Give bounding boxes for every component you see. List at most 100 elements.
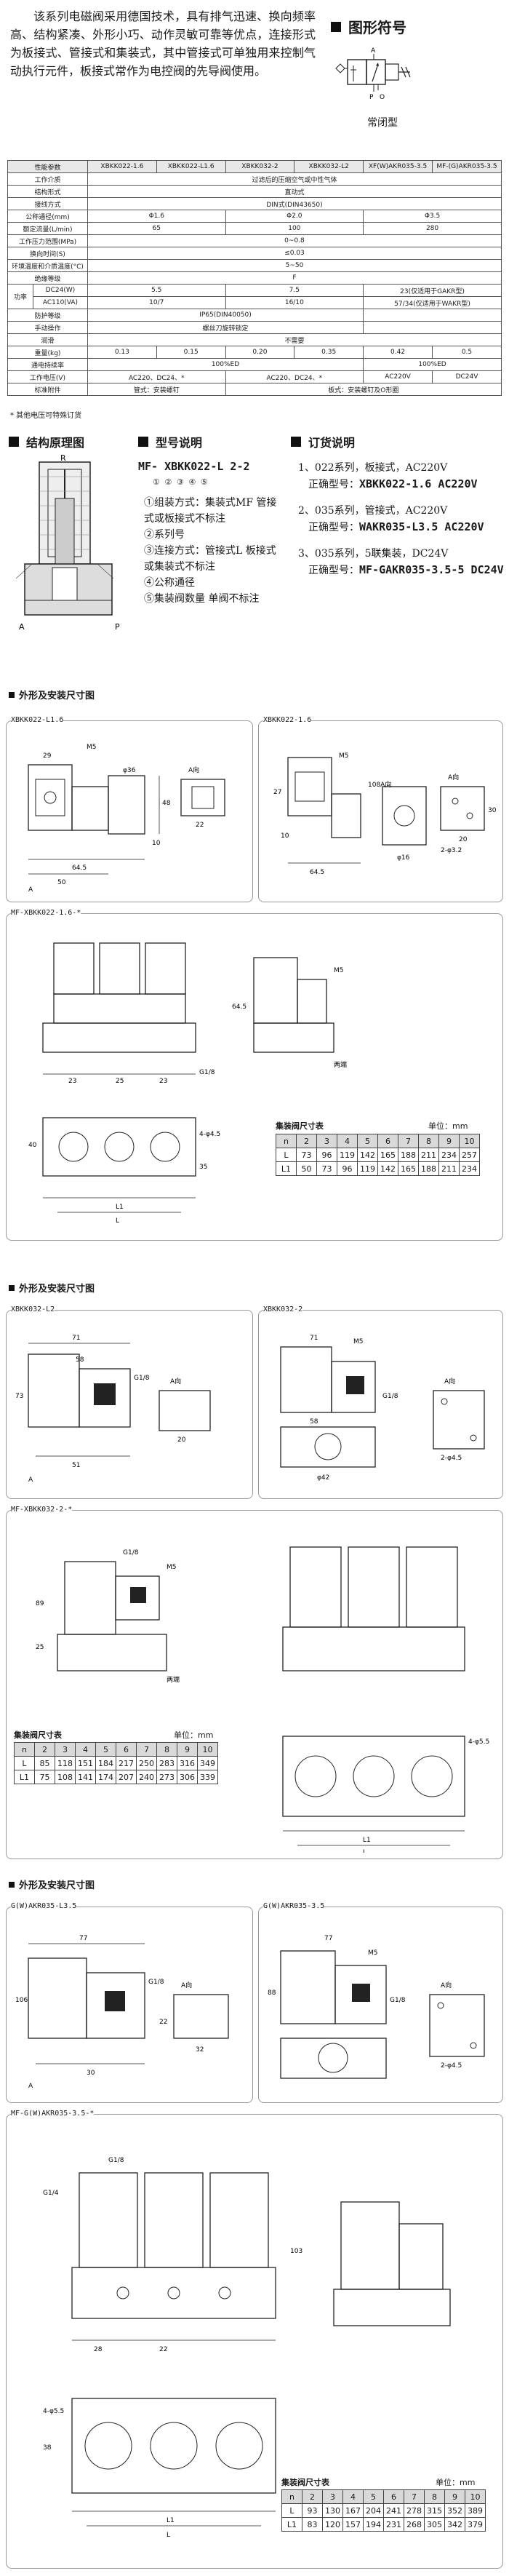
mtable-cell: 157 [342, 2517, 364, 2532]
dim-label: 71 [72, 1335, 80, 1342]
drawing-panel-mf-gakr035: MF-G(W)AKR035-3.5-* G1/4 G1/8 28 22 103 … [6, 2110, 503, 2569]
square-bullet-icon [9, 437, 19, 447]
mtable-cell: 211 [438, 1161, 460, 1176]
panel-title: MF-XBKK032-2-* [11, 1506, 73, 1514]
dim-label: 50 [57, 879, 66, 886]
spec-cell: 通电持续率 [7, 358, 88, 371]
dim-label: M5 [339, 752, 349, 760]
spec-cell: IP65(DIN40050) [87, 309, 364, 322]
drawing-panel-xbkk032: XBKK032-2 M5 71 58 φ42 G1/8 A向 2-φ4.5 [258, 1305, 503, 1499]
spec-note: * 其他电压可特殊订货 [10, 412, 82, 420]
dim-label: L1 [116, 1204, 124, 1211]
mtable-cell: 234 [459, 1161, 480, 1176]
spec-row: 标准附件管式：安装螺钉板式：安装螺钉及O形圈 [7, 383, 502, 396]
dim-label: A向 [441, 1981, 452, 1989]
spec-cell: XBKK032-L2 [294, 160, 364, 173]
dim-label: 4-φ4.5 [199, 1131, 220, 1138]
mtable-cell: 130 [322, 2503, 343, 2518]
spec-cell: 工作压力范围(MPa) [7, 234, 88, 247]
mtable-cell: n [14, 1742, 35, 1757]
spec-row: 环境温度和介质温度(°C)5~50 [7, 259, 502, 272]
mtable-unit: 单位：mm [428, 1121, 468, 1131]
mtable-cell: 231 [383, 2517, 404, 2532]
panel-title: XBKK022-1.6 [263, 716, 312, 724]
panel-title: MF-G(W)AKR035-3.5-* [11, 2110, 95, 2118]
dim-label: 20 [459, 836, 468, 843]
spec-cell: 0.15 [156, 346, 226, 359]
dim-label: G1/8 [123, 1549, 139, 1557]
spec-table: 性能参数 XBKK022-1.6 XBKK022-L1.6 XBKK032-2 … [7, 160, 502, 396]
intro-paragraph: 该系列电磁阀采用德国技术，具有排气迅速、换向频率高、结构紧凑、外形小巧、动作灵敏… [10, 9, 316, 78]
panel-title: XBKK022-L1.6 [11, 716, 64, 724]
mtable-cell: 5 [95, 1742, 116, 1757]
dim-label: M5 [368, 1949, 378, 1957]
dot-bullet-icon [9, 691, 15, 698]
manifold-front-view [71, 2172, 276, 2341]
spec-cell: 过滤后的压缩空气或中性气体 [87, 172, 502, 186]
dim-label: L [363, 1849, 366, 1853]
dim-label: 51 [72, 1462, 80, 1469]
structure-diagram: R A P [15, 455, 120, 632]
spec-cell: AC220、DC24、* [87, 370, 226, 383]
mtable-cell: 234 [438, 1148, 460, 1162]
dim-label: 38 [43, 2444, 52, 2452]
spec-cell: 7.5 [225, 284, 364, 297]
spec-cell: 直动式 [87, 185, 502, 198]
dim-label: G1/4 [43, 2190, 59, 2197]
spec-cell: AC110(VA) [32, 296, 88, 309]
dim-label: M5 [87, 744, 97, 751]
order-item-text: 3、035系列，5联集装，DC24V [298, 548, 449, 560]
mtable-cell: 257 [459, 1148, 480, 1162]
spec-cell: DC24V [432, 370, 502, 383]
mtable-cell: n [281, 2489, 302, 2504]
spec-cell: 换向时间(S) [7, 247, 88, 260]
mtable-cell: 9 [438, 1134, 460, 1148]
mtable-cell: 142 [377, 1161, 398, 1176]
dim-label: M5 [167, 1564, 177, 1571]
panel-title: XBKK032-2 [263, 1305, 303, 1313]
spec-cell: 螺丝刀旋转锁定 [87, 321, 364, 334]
mtable-cell: 9 [444, 2489, 465, 2504]
spec-row: 结构形式直动式 [7, 185, 502, 198]
mtable-cell: 342 [444, 2517, 465, 2532]
symbol-port-p: P [369, 94, 374, 101]
dim-label: 4-φ5.5 [468, 1738, 489, 1746]
spec-cell: 不需要 [87, 333, 502, 346]
dim-label: 58 [310, 1418, 318, 1426]
spec-cell: AC220V [363, 370, 433, 383]
order-heading: 订货说明 [291, 433, 355, 450]
mtable-cell: 9 [177, 1742, 198, 1757]
mtable-cell: 6 [383, 2489, 404, 2504]
dim-label: 25 [36, 1644, 44, 1651]
dims-title: 外形及安装尺寸图 [19, 1284, 95, 1295]
structure-heading: 结构原理图 [9, 433, 84, 450]
dim-label: G1/8 [382, 1393, 398, 1400]
dims-title: 外形及安装尺寸图 [19, 691, 95, 701]
mtable-cell: L1 [281, 2517, 302, 2532]
manifold-front-view [42, 942, 196, 1075]
spec-cell: 额定流量(L/min) [7, 222, 88, 235]
spec-cell: 5~50 [87, 259, 502, 272]
model-item: ②系列号 [144, 529, 185, 541]
structure-label-p: P [115, 622, 120, 632]
spec-cell: 公称通径(mm) [7, 210, 88, 223]
mtable-cell: 306 [177, 1770, 198, 1784]
manifold-side-view [57, 1561, 167, 1671]
mtable-cell: 8 [418, 1134, 439, 1148]
dim-label: 40 [28, 1142, 37, 1149]
order-item-label: 正确型号： [308, 479, 359, 490]
dim-label: φ42 [317, 1474, 329, 1482]
spec-cell: XBKK022-L1.6 [156, 160, 226, 173]
mtable-cell: 4 [342, 2489, 364, 2504]
mtable-cell: 204 [363, 2503, 384, 2518]
spec-cell: 57/34(仅适用于WAKR型) [363, 296, 502, 309]
dim-label: A向 [188, 766, 199, 774]
drawing-panel-gakr035: G(W)AKR035-3.5 77 G1/8 M5 A向 2-φ4.5 88 [258, 1902, 503, 2103]
spec-cell: XF(W)AKR035-3.5 [363, 160, 433, 173]
dim-label: 27 [273, 789, 281, 796]
dim-label: 23 [68, 1078, 76, 1085]
dims-heading-1: 外形及安装尺寸图 [9, 688, 95, 701]
